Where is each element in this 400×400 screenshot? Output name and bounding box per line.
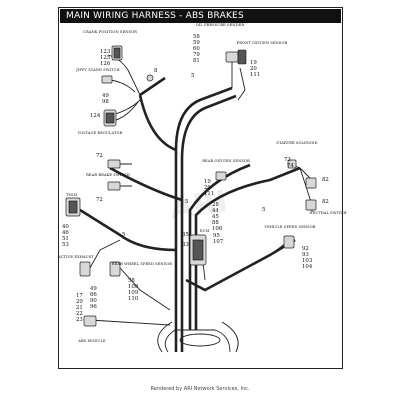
rear-wheel-speed-sensor-label: REAR WHEEL SPEED SENSOR bbox=[112, 262, 172, 266]
item-72b-label: 72 bbox=[96, 197, 103, 203]
front-o2-num-3: 111 bbox=[250, 72, 260, 78]
oil-pressure-sensor-label: OIL PRESSURE SENDER bbox=[196, 23, 245, 27]
neutral-switch-label: NEUTRAL SWITCH bbox=[309, 211, 346, 215]
vss-num-4: 104 bbox=[302, 264, 313, 270]
diagram-title: MAIN WIRING HARNESS - ABS BRAKES bbox=[60, 9, 341, 23]
vehicle-speed-sensor-connector bbox=[283, 235, 295, 249]
active-exhaust-label: ACTIVE EXHAUST bbox=[57, 255, 94, 259]
crank-position-sensor-label: CRANK POSITION SENSOR bbox=[83, 30, 137, 34]
rwss-num-1: 58 bbox=[128, 278, 135, 284]
ecm-num-2: 107 bbox=[213, 239, 224, 245]
starter-solenoid-connector bbox=[287, 159, 297, 169]
vehicle-speed-sensor-label: VEHICLE SPEED SENSOR bbox=[263, 225, 315, 229]
tssm-label: TSSM bbox=[66, 193, 78, 197]
oil-pressure-connector bbox=[225, 51, 239, 63]
front-o2-num-1: 19 bbox=[250, 60, 257, 66]
engine-outline bbox=[157, 321, 239, 353]
front-oxygen-sensor-connector bbox=[237, 49, 247, 65]
center-num-3: 45 bbox=[212, 214, 219, 220]
item-82b-label: 82 bbox=[322, 199, 329, 205]
oil-num-3: 60 bbox=[193, 46, 200, 52]
ecm-plug bbox=[192, 239, 204, 261]
rear-oxygen-sensor-label: REAR OXYGEN SENSOR bbox=[202, 159, 250, 163]
rwss-num-3: 109 bbox=[128, 290, 139, 296]
jiffy-stand-switch-label: JIFFY STAND SWITCH bbox=[75, 68, 119, 72]
item-72-connector-a bbox=[107, 159, 121, 169]
rear-oxygen-sensor-connector bbox=[215, 171, 227, 181]
oil-num-4: 79 bbox=[193, 52, 200, 58]
item-33-label: 33 bbox=[182, 242, 189, 248]
item-5c-label: 5 bbox=[262, 207, 266, 213]
abs-num-5: 17 bbox=[76, 293, 83, 299]
abs-num-2: 66 bbox=[90, 292, 97, 298]
item-82-connector-b bbox=[305, 199, 317, 211]
diagram-frame bbox=[58, 7, 343, 369]
item-72a-label: 72 bbox=[96, 153, 103, 159]
oil-num-1: 58 bbox=[193, 34, 200, 40]
vss-num-2: 93 bbox=[302, 252, 309, 258]
item-35-label: 35 bbox=[182, 232, 189, 238]
voltage-regulator-label: VOLTAGE REGULATOR bbox=[77, 131, 123, 135]
rear-brake-switch-connector bbox=[107, 181, 121, 191]
watermark: ARI bbox=[168, 184, 230, 227]
crank-num-3: 126 bbox=[100, 61, 111, 67]
abs-num-1: 49 bbox=[90, 286, 97, 292]
jiffy-num-1: 49 bbox=[102, 93, 109, 99]
rear-o2-num-1: 19 bbox=[204, 179, 211, 185]
tssm-num-1: 40 bbox=[62, 224, 69, 230]
center-num-2: 44 bbox=[212, 208, 219, 214]
ecm-num-1: 95 bbox=[213, 233, 220, 239]
starter-solenoid-label: STARTER SOLENOID bbox=[276, 141, 317, 145]
abs-num-6: 20 bbox=[76, 299, 83, 305]
oil-num-5: 81 bbox=[193, 58, 200, 64]
starter-num-1: 73 bbox=[284, 157, 291, 163]
footer-credit: Rendered by ARI Network Services, Inc. bbox=[150, 386, 250, 392]
tssm-plug bbox=[68, 200, 78, 214]
oil-num-2: 59 bbox=[193, 40, 200, 46]
item-5b-label: 5 bbox=[185, 199, 189, 205]
front-o2-num-2: 20 bbox=[250, 66, 257, 72]
rear-brake-switch-label: REAR BRAKE SWITCH bbox=[86, 173, 130, 177]
abs-num-9: 23 bbox=[76, 317, 83, 323]
starter-num-2: 74 bbox=[287, 163, 294, 169]
abs-module-connector bbox=[83, 315, 97, 327]
main-harness bbox=[79, 76, 301, 352]
item-5d-label: 5 bbox=[122, 232, 126, 238]
tssm-num-2: 46 bbox=[62, 230, 69, 236]
crank-num-2: 125 bbox=[100, 55, 111, 61]
center-num-5: 106 bbox=[212, 226, 223, 232]
rear-wheel-speed-sensor-connector bbox=[109, 261, 121, 277]
rear-o2-num-2: 20 bbox=[204, 185, 211, 191]
item-82-connector-a bbox=[305, 177, 317, 189]
tssm-num-3: 51 bbox=[62, 236, 69, 242]
abs-num-4: 96 bbox=[90, 304, 97, 310]
item-8-label: 8 bbox=[154, 68, 158, 74]
item-5a-label: 5 bbox=[191, 73, 195, 79]
vss-num-3: 103 bbox=[302, 258, 313, 264]
jiffy-stand-connector bbox=[101, 75, 113, 84]
abs-num-3: 90 bbox=[90, 298, 97, 304]
front-oxygen-sensor-label: FRONT OXYGEN SENSOR bbox=[237, 41, 288, 45]
abs-num-7: 21 bbox=[76, 305, 83, 311]
voltage-num: 124 bbox=[90, 113, 101, 119]
ecm-label: ECM bbox=[200, 229, 210, 233]
crank-num-1: 123 bbox=[100, 49, 111, 55]
item-8-grommet bbox=[146, 74, 154, 82]
tssm-num-4: 53 bbox=[62, 242, 69, 248]
crank-sensor-plug bbox=[113, 47, 121, 59]
abs-num-8: 22 bbox=[76, 311, 83, 317]
vss-num-1: 92 bbox=[302, 246, 309, 252]
center-num-1: 28 bbox=[212, 202, 219, 208]
rwss-num-2: 108 bbox=[128, 284, 139, 290]
abs-module-label: ABS MODULE bbox=[77, 339, 106, 343]
voltage-regulator-plug bbox=[105, 112, 115, 124]
connectors bbox=[65, 45, 317, 327]
active-exhaust-connector bbox=[79, 261, 91, 277]
rear-o2-num-3: 111 bbox=[204, 191, 214, 197]
center-num-4: 88 bbox=[212, 220, 219, 226]
rwss-num-4: 110 bbox=[128, 296, 139, 302]
item-82a-label: 82 bbox=[322, 177, 329, 183]
jiffy-num-2: 98 bbox=[102, 99, 109, 105]
